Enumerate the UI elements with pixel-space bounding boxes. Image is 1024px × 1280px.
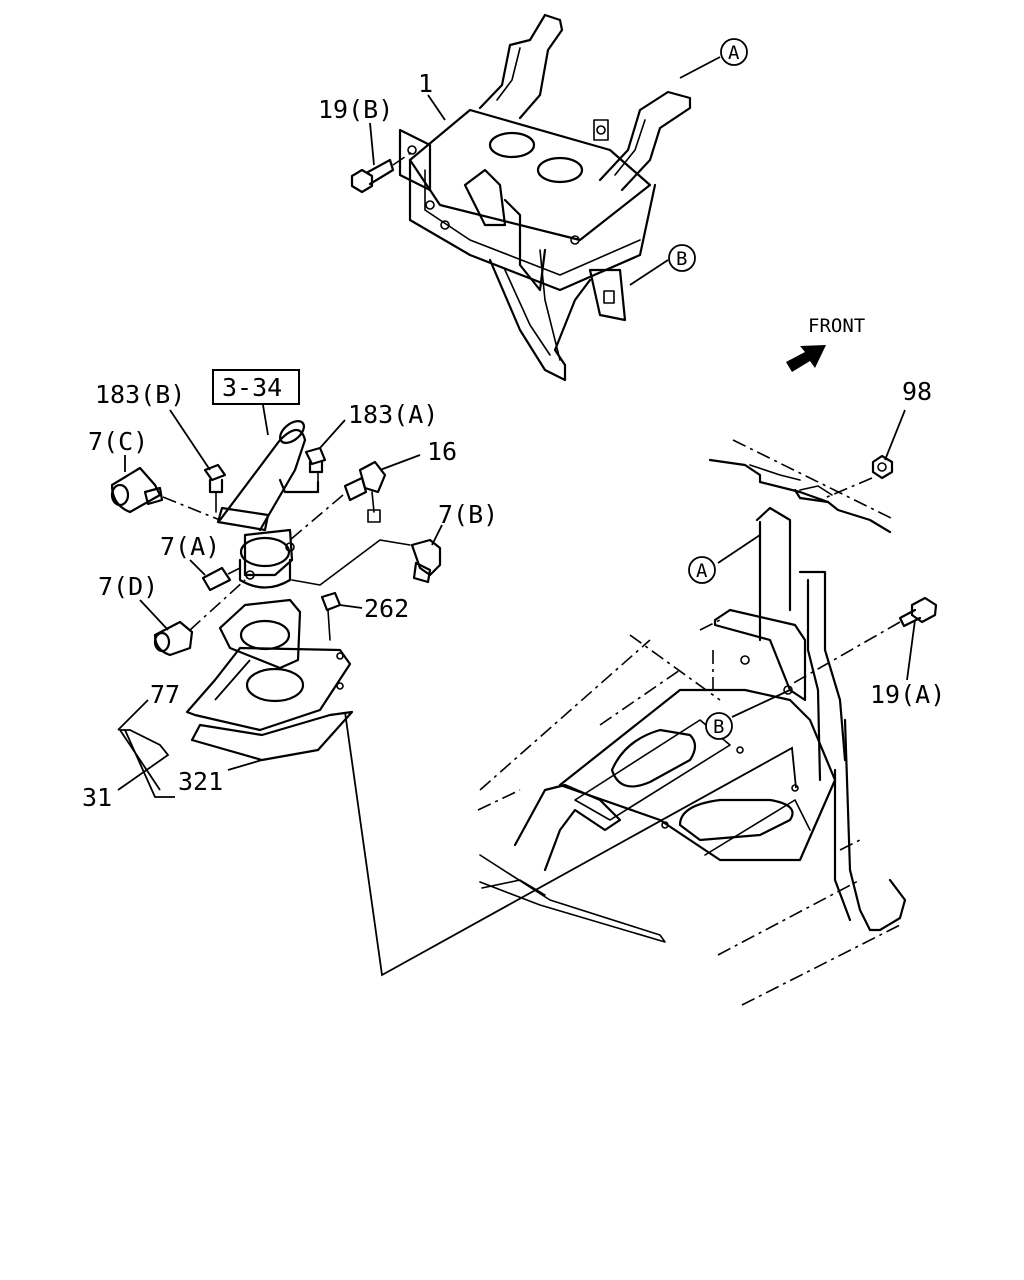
bolt-262 bbox=[320, 591, 342, 641]
label-bolt-262: 262 bbox=[364, 594, 409, 623]
nut-98 bbox=[819, 454, 894, 501]
fitting-7c bbox=[110, 466, 221, 521]
label-callout-a-top: A bbox=[728, 42, 740, 64]
bolt-183b bbox=[203, 463, 227, 513]
front-arrow bbox=[786, 345, 826, 372]
label-fitting-7a: 7(A) bbox=[160, 532, 220, 561]
label-ref-3-34: 3-34 bbox=[222, 373, 282, 402]
label-fitting-7d: 7(D) bbox=[98, 572, 158, 601]
label-callout-a-mid: A bbox=[696, 560, 708, 582]
plate-31 bbox=[185, 646, 352, 732]
fitting-16 bbox=[289, 460, 387, 541]
callout-b-top-circle bbox=[668, 244, 696, 272]
label-front: FRONT bbox=[808, 315, 865, 337]
label-callout-b-mid: B bbox=[713, 716, 724, 738]
label-bolt-19b: 19(B) bbox=[318, 95, 393, 124]
bolt-19a bbox=[789, 596, 938, 686]
label-part-1: 1 bbox=[418, 69, 433, 98]
valve-assembly bbox=[216, 420, 320, 589]
label-fitting-7b: 7(B) bbox=[438, 500, 498, 529]
fitting-7b bbox=[291, 538, 442, 586]
bracket-assembly bbox=[398, 13, 692, 382]
label-gasket-321: 321 bbox=[178, 767, 223, 796]
label-nut-98: 98 bbox=[902, 377, 932, 406]
cab-frame bbox=[477, 439, 907, 1006]
label-callout-b-top: B bbox=[676, 248, 687, 270]
assembly-leader bbox=[344, 711, 797, 977]
ref-box-3-34 bbox=[212, 369, 300, 405]
label-bolt-19a: 19(A) bbox=[870, 680, 945, 709]
labels: 1 19(B) A B FRONT 98 183(B) 3-34 183(A) … bbox=[82, 38, 945, 812]
label-fitting-16: 16 bbox=[427, 437, 457, 466]
bolt-19b bbox=[350, 149, 416, 194]
label-bolt-183b: 183(B) bbox=[95, 380, 185, 409]
gasket-321 bbox=[190, 710, 354, 762]
leader-lines bbox=[117, 56, 916, 798]
label-plate-31: 31 bbox=[82, 783, 112, 812]
fitting-7d bbox=[153, 579, 246, 657]
label-gasket-77: 77 bbox=[150, 680, 180, 709]
callout-a-top-circle bbox=[720, 38, 748, 66]
label-bolt-183a: 183(A) bbox=[348, 400, 438, 429]
fitting-7a bbox=[201, 564, 247, 592]
bolt-183a bbox=[304, 446, 327, 485]
callout-a-mid-circle bbox=[688, 556, 716, 584]
callout-b-mid-circle bbox=[705, 712, 733, 740]
label-fitting-7c: 7(C) bbox=[88, 427, 148, 456]
